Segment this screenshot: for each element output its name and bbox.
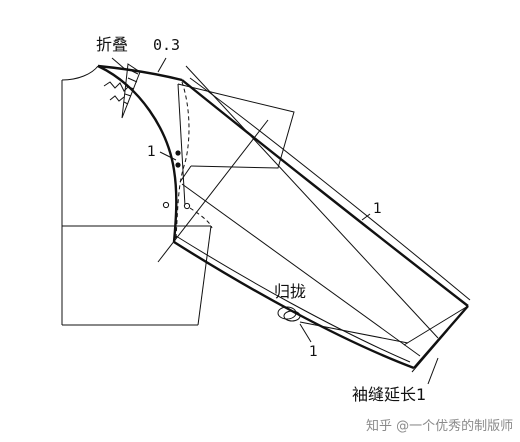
fold-label: 折叠 [96, 35, 128, 54]
bodice-neckline [61, 65, 99, 81]
seam-extend-label: 袖缝延长1 [352, 385, 426, 404]
fold-hatch [123, 101, 129, 105]
fold-zigzag [103, 81, 129, 92]
sleeve1-leader [361, 213, 371, 221]
armhole-curve [97, 64, 178, 243]
fold-hatch [127, 77, 138, 83]
fold-dart [103, 63, 141, 119]
sleeve-cap-left [179, 165, 192, 183]
sleeve-center-line [185, 65, 439, 339]
hem-guide [403, 305, 469, 346]
armhole-dashed [175, 81, 190, 239]
shoulder-line [97, 64, 183, 82]
bodice-block [61, 65, 212, 326]
notch-marks [162, 150, 191, 210]
under-sleeve-seam [173, 240, 415, 370]
top-seam-offset [189, 77, 471, 301]
notch-dot-icon [175, 150, 181, 156]
ease-loop-icon [283, 310, 301, 322]
ease-loops [277, 306, 301, 322]
crossing-line [157, 119, 269, 263]
mark1-leader [159, 151, 177, 161]
sleeve-hem [413, 305, 469, 369]
fold-value-label: 0.3 [153, 36, 180, 54]
fold-hatch [124, 93, 132, 97]
watermark: 知乎 @一个优秀的制版师 [366, 418, 513, 434]
mark-label-sleeve-top: 1 [373, 201, 382, 217]
leader-lines [111, 57, 439, 385]
underarm-dashed [189, 207, 213, 229]
biceps-line [181, 183, 421, 357]
notch-circle-icon [183, 202, 191, 210]
under-seam-offset [175, 235, 411, 363]
ease-loop-icon [277, 306, 297, 320]
fold-value-leader [157, 57, 167, 73]
notch-dot-icon [175, 162, 181, 168]
seam-offsets [175, 77, 471, 363]
ease-label: 归拢 [274, 282, 306, 301]
dashed-curves [175, 81, 213, 239]
sleeve-construction [157, 65, 469, 373]
sleeve-cap-rectangle [177, 83, 295, 169]
fold-dart-outline [121, 63, 141, 119]
under1-leader [299, 323, 312, 343]
bodice-side-line [197, 225, 212, 326]
sleeve-outline [97, 64, 469, 370]
mark-label-left: 1 [147, 144, 156, 160]
fold-zigzag-lower [109, 95, 125, 102]
notch-circle-icon [162, 201, 170, 209]
seam-extend-leader [427, 357, 439, 385]
top-sleeve-seam [181, 79, 469, 307]
mark-label-under: 1 [309, 344, 318, 360]
fold-leader [111, 57, 127, 71]
